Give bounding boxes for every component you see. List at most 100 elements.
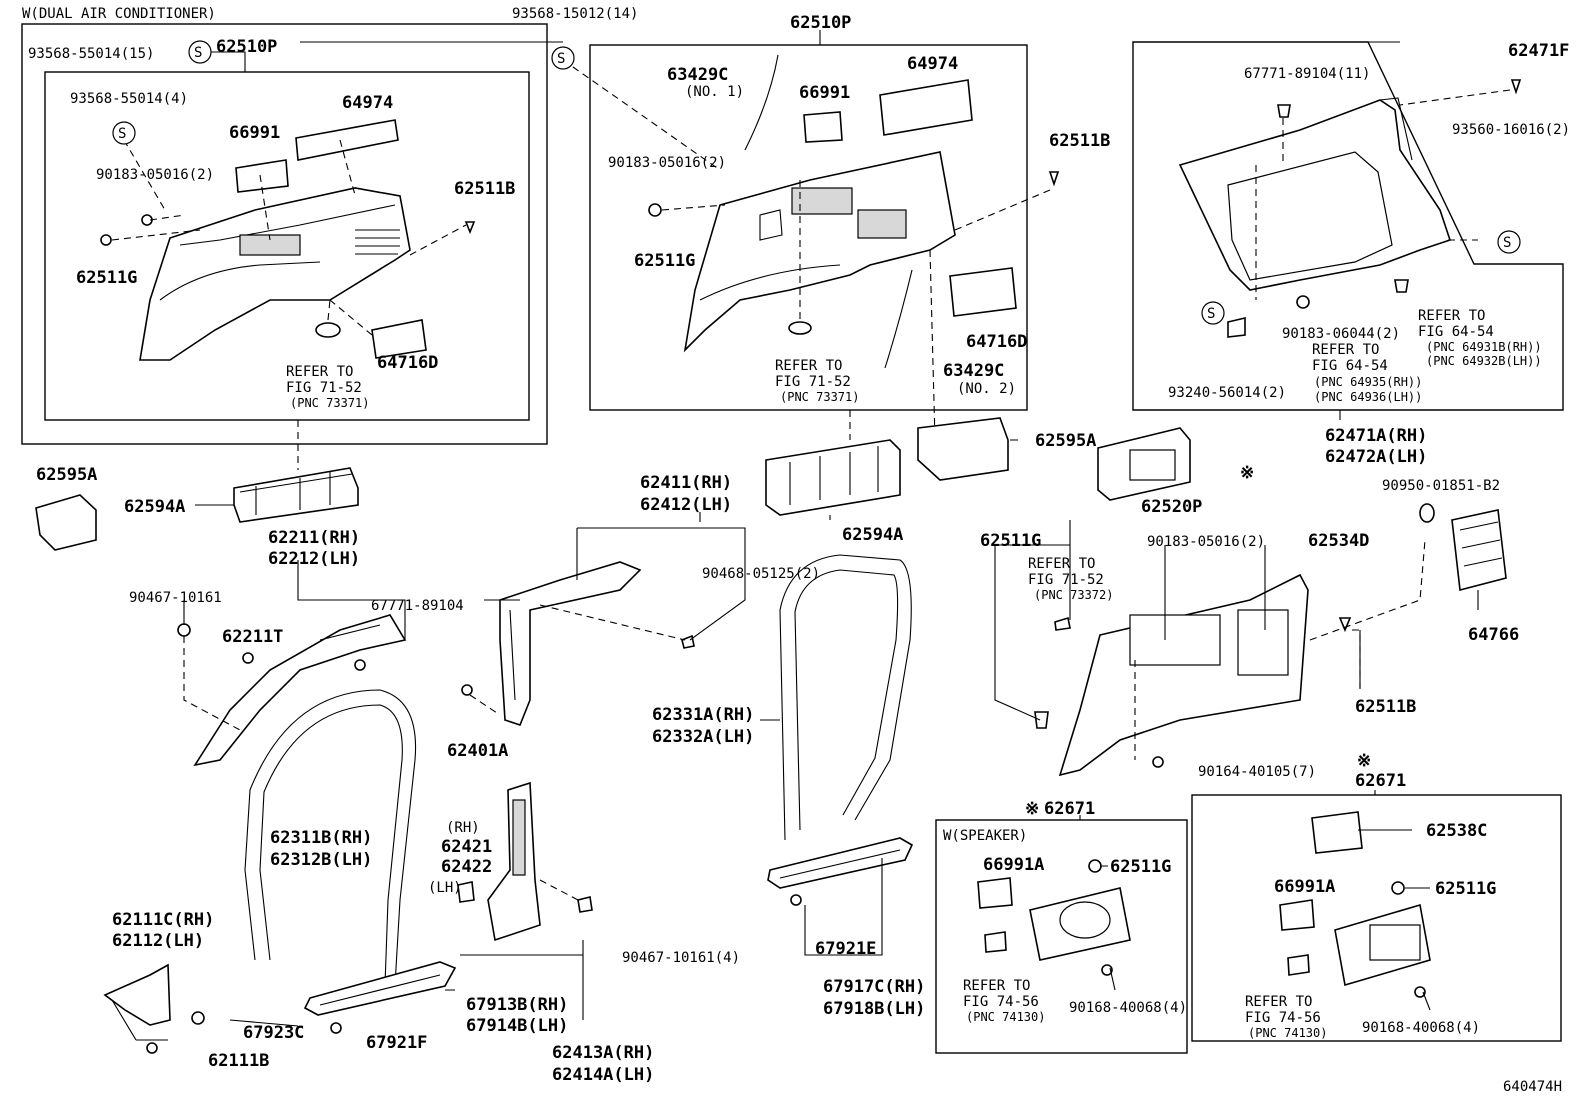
part-62211t: 62211T bbox=[222, 627, 283, 647]
clip-pnc-64931b bbox=[1394, 279, 1409, 293]
trim-strip-64974-center bbox=[879, 79, 973, 136]
part-62671-left: 62671 bbox=[1044, 799, 1095, 819]
cover-64716d-left bbox=[371, 319, 427, 359]
cover-66991-center bbox=[803, 111, 843, 143]
no1-caption: (NO. 1) bbox=[685, 84, 744, 100]
box-62520p bbox=[1097, 427, 1191, 501]
part-62413a-rh: 62413A(RH) bbox=[552, 1043, 654, 1063]
part-93568-55014-15: 93568-55014(15) bbox=[28, 46, 154, 62]
pnc-64931b: (PNC 64931B(RH)) bbox=[1426, 340, 1542, 354]
part-62511g-speaker-right: 62511G bbox=[1435, 879, 1496, 899]
screw-symbol-93240-56014: S bbox=[1201, 301, 1225, 325]
part-62594a-center: 62594A bbox=[842, 525, 903, 545]
pillar-trim-62411 bbox=[499, 561, 642, 726]
part-67771-89104: 67771-89104 bbox=[371, 598, 464, 614]
part-62112-lh: 62112(LH) bbox=[112, 931, 204, 951]
part-90950-01851-b2: 90950-01851-B2 bbox=[1382, 478, 1500, 494]
pnc-64936: (PNC 64936(LH)) bbox=[1314, 390, 1422, 404]
fig-74-56-right: FIG 74-56 bbox=[1245, 1010, 1321, 1026]
part-62511g-speaker-left: 62511G bbox=[1110, 857, 1171, 877]
svg-text:S: S bbox=[1503, 235, 1511, 251]
clip-62111b bbox=[146, 1042, 158, 1054]
part-62511g-lower: 62511G bbox=[980, 531, 1041, 551]
clip-67771-89104 bbox=[354, 659, 366, 671]
lh-caption: (LH) bbox=[428, 880, 462, 896]
note-mark-62671-left: ※ bbox=[1025, 799, 1039, 819]
duct-62595a-center bbox=[917, 417, 1009, 481]
part-62421: 62421 bbox=[441, 837, 492, 857]
dual-ac-outer-box bbox=[21, 23, 548, 445]
svg-text:S: S bbox=[194, 45, 202, 61]
weatherstrip-62331a bbox=[779, 554, 912, 841]
part-66991-center: 66991 bbox=[799, 83, 850, 103]
part-62511b-center: 62511B bbox=[1049, 131, 1110, 151]
fig-74-56-left: FIG 74-56 bbox=[963, 994, 1039, 1010]
part-90168-40068-right: 90168-40068(4) bbox=[1362, 1020, 1480, 1036]
part-62331a-rh: 62331A(RH) bbox=[652, 705, 754, 725]
svg-text:S: S bbox=[557, 51, 565, 67]
screw-62401a bbox=[461, 684, 473, 696]
clip-90164 bbox=[1152, 756, 1164, 768]
screw-symbol-93568-15012: S bbox=[551, 46, 575, 70]
part-66991a-left: 66991A bbox=[983, 855, 1044, 875]
part-62511b-lower: 62511B bbox=[1355, 697, 1416, 717]
part-67917c-rh: 67917C(RH) bbox=[823, 977, 925, 997]
part-62511b-left: 62511B bbox=[454, 179, 515, 199]
part-62422: 62422 bbox=[441, 857, 492, 877]
cover-62421 bbox=[457, 881, 475, 903]
part-67914b-lh: 67914B(LH) bbox=[466, 1016, 568, 1036]
note-mark-62520p: ※ bbox=[1240, 463, 1254, 483]
screw-62511b-lower bbox=[1338, 617, 1352, 633]
fig-64-54-b: FIG 64-54 bbox=[1312, 358, 1388, 374]
part-93568-15012: 93568-15012(14) bbox=[512, 6, 638, 22]
cover-62538c bbox=[1311, 811, 1363, 854]
pnc-74130-right: (PNC 74130) bbox=[1248, 1026, 1327, 1040]
scuff-plate-67913b bbox=[303, 961, 457, 1016]
refer-to-74130-left: REFER TO bbox=[963, 978, 1030, 994]
part-62595a-left: 62595A bbox=[36, 465, 97, 485]
part-93240-56014: 93240-56014(2) bbox=[1168, 385, 1286, 401]
part-62332a-lh: 62332A(LH) bbox=[652, 727, 754, 747]
clip-62511g-left bbox=[100, 234, 112, 246]
part-90467-10161: 90467-10161 bbox=[129, 590, 222, 606]
part-62511g-left: 62511G bbox=[76, 268, 137, 288]
cable-63429c-no2 bbox=[884, 269, 913, 369]
part-62411-rh: 62411(RH) bbox=[640, 473, 732, 493]
part-62471a: 62471A(RH) bbox=[1325, 426, 1427, 446]
pnc-73371-center: (PNC 73371) bbox=[780, 390, 859, 404]
screw-67921f bbox=[330, 1022, 342, 1034]
svg-text:S: S bbox=[1207, 306, 1215, 322]
rh-caption: (RH) bbox=[446, 820, 480, 836]
part-90468-05125: 90468-05125(2) bbox=[702, 566, 820, 582]
screw-symbol-93568-55014-15: S bbox=[188, 40, 212, 64]
note-mark-62671-right: ※ bbox=[1357, 751, 1371, 771]
refer-to-74130-right: REFER TO bbox=[1245, 994, 1312, 1010]
screw-62511b-center bbox=[1048, 171, 1060, 187]
clip-62511g-center bbox=[648, 203, 662, 217]
part-64974-left: 64974 bbox=[342, 93, 393, 113]
clip-90950 bbox=[1419, 503, 1435, 523]
part-66991a-right: 66991A bbox=[1274, 877, 1335, 897]
part-63429c-no2: 63429C bbox=[943, 361, 1004, 381]
pnc-74130-left: (PNC 74130) bbox=[966, 1010, 1045, 1024]
part-90183-06044: 90183-06044(2) bbox=[1282, 326, 1400, 342]
part-62211-rh: 62211(RH) bbox=[268, 528, 360, 548]
part-62671-right: 62671 bbox=[1355, 771, 1406, 791]
refer-to-center: REFER TO bbox=[775, 358, 842, 374]
part-64766: 64766 bbox=[1468, 625, 1519, 645]
cover-lower-left bbox=[984, 931, 1007, 953]
part-62414a-lh: 62414A(LH) bbox=[552, 1065, 654, 1085]
pillar-trim-62413a bbox=[487, 781, 541, 942]
part-63429c-no1: 63429C bbox=[667, 65, 728, 85]
fig-71-52-lower: FIG 71-52 bbox=[1028, 572, 1104, 588]
clip-62471f bbox=[1510, 79, 1522, 95]
part-62595a-center: 62595A bbox=[1035, 431, 1096, 451]
svg-text:S: S bbox=[118, 126, 126, 142]
refer-to-64931b: REFER TO bbox=[1418, 308, 1485, 324]
clip-62511g-speaker-left bbox=[1088, 859, 1102, 873]
duct-62594a-left bbox=[233, 467, 359, 523]
screw-67921e bbox=[790, 894, 802, 906]
part-62520p: 62520P bbox=[1141, 497, 1202, 517]
part-67771-89104-11: 67771-89104(11) bbox=[1244, 66, 1370, 82]
